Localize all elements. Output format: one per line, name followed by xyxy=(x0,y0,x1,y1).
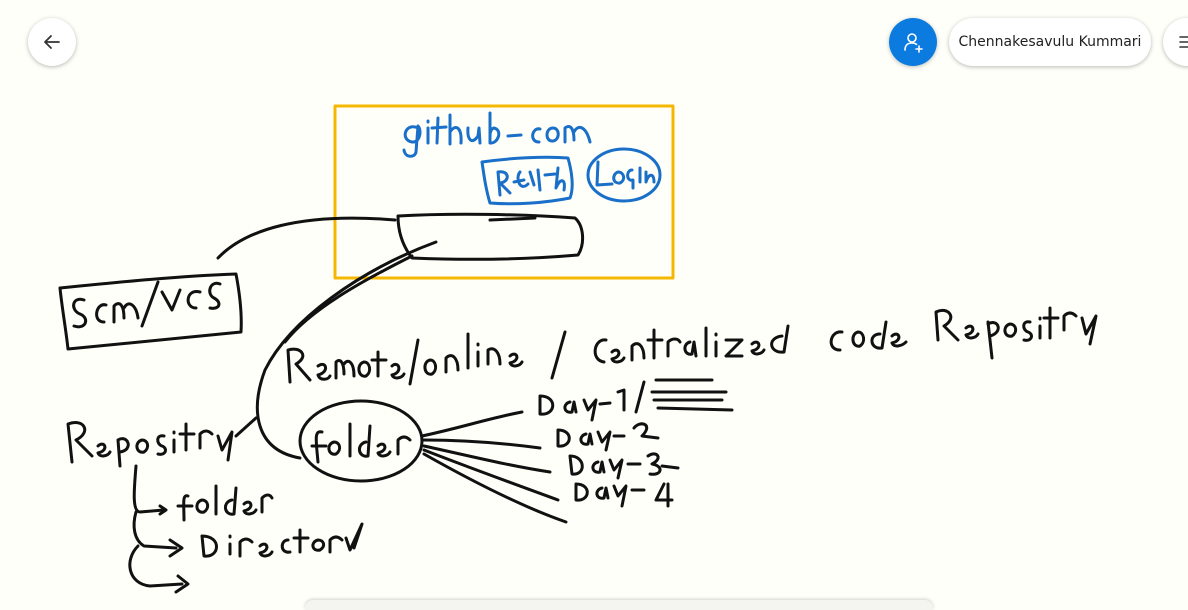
branch-day4 xyxy=(422,448,560,502)
arrow-left-icon xyxy=(44,35,60,49)
branch-day3 xyxy=(422,444,552,474)
remote-centralized-text xyxy=(286,306,1098,386)
back-button[interactable] xyxy=(28,18,76,66)
day2-text xyxy=(556,422,660,452)
user-name-chip[interactable]: Chennakesavulu Kummari xyxy=(949,18,1151,66)
day1-text xyxy=(538,378,734,422)
scm-vcs-text xyxy=(72,280,222,329)
day4-text xyxy=(574,482,674,508)
user-name-label: Chennakesavulu Kummari xyxy=(958,34,1142,50)
add-person-icon xyxy=(904,33,923,53)
register-box xyxy=(480,155,574,206)
branch-day1 xyxy=(420,410,524,438)
folder-ellipse xyxy=(298,399,424,483)
github-highlight-box xyxy=(333,104,675,280)
branch-extra xyxy=(422,452,568,524)
bottom-toolbar[interactable] xyxy=(305,600,933,610)
branch-day2 xyxy=(422,438,542,450)
github-com-text xyxy=(402,111,592,158)
scm-connector xyxy=(216,216,397,260)
repo-folder-connector xyxy=(255,240,438,460)
login-ellipse xyxy=(586,147,662,203)
share-invite-button[interactable] xyxy=(889,18,937,66)
repository-text xyxy=(66,416,258,468)
scm-vcs-box xyxy=(58,272,243,351)
folder-text xyxy=(310,422,412,464)
repository-hierarchy xyxy=(128,464,364,594)
day3-text xyxy=(568,452,680,480)
hamburger-menu-icon xyxy=(1179,36,1188,48)
